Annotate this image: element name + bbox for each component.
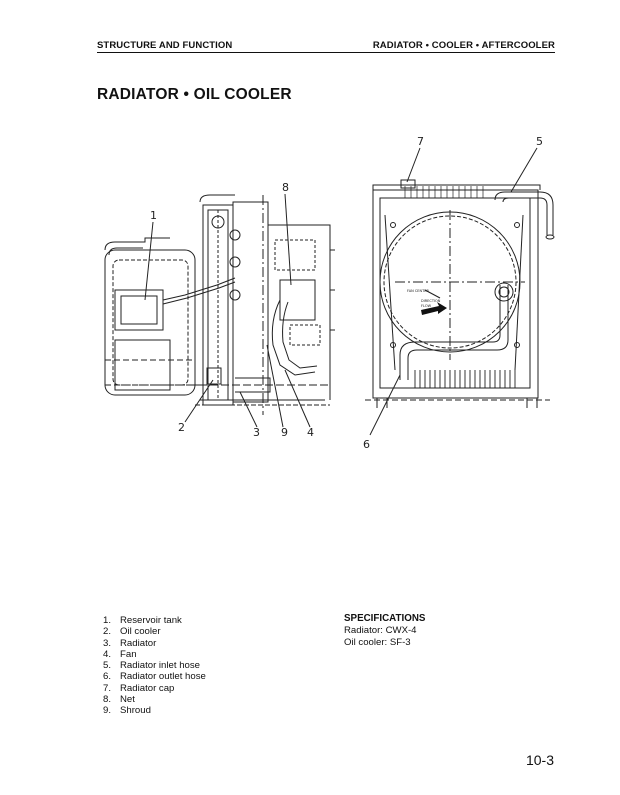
callout-5: 5 [536, 135, 543, 148]
part-number: 2. [103, 626, 112, 638]
part-name: Radiator cap [120, 682, 175, 694]
part-number: 7. [103, 682, 112, 694]
callout-3: 3 [253, 426, 260, 439]
specification-oil-cooler: Oil cooler: SF-3 [344, 636, 411, 648]
callout-2: 2 [178, 421, 185, 434]
parts-list-item: 8. Net [103, 694, 206, 705]
parts-list-item: 4. Fan [103, 649, 206, 660]
page-number: 10-3 [525, 752, 554, 768]
radiator-oil-cooler-drawing: FAN CENTER DIRECTION FLOW 1 2 3 4 5 6 7 … [95, 130, 555, 460]
direction-label: DIRECTION [421, 299, 441, 303]
technical-drawing-svg: FAN CENTER DIRECTION FLOW 1 2 3 4 5 6 7 … [104, 135, 555, 451]
parts-list-item: 6. Radiator outlet hose [103, 671, 206, 682]
specifications-block: SPECIFICATIONS Radiator: CWX-4 Oil coole… [344, 613, 425, 648]
part-name: Oil cooler [120, 626, 161, 638]
part-name: Radiator outlet hose [120, 671, 206, 683]
fan-center-label: FAN CENTER [407, 289, 429, 293]
part-name: Fan [120, 648, 137, 660]
parts-list-item: 3. Radiator [103, 638, 206, 649]
header-section-title: STRUCTURE AND FUNCTION [97, 40, 233, 51]
parts-list: 1. Reservoir tank 2. Oil cooler 3. Radiator… [103, 615, 206, 717]
parts-list-item: 1. Reservoir tank [103, 615, 206, 626]
callout-6: 6 [363, 438, 370, 451]
part-number: 1. [103, 615, 112, 626]
callout-8: 8 [282, 181, 289, 194]
part-number: 6. [103, 671, 112, 683]
parts-list-item: 9. Shroud [103, 705, 206, 716]
header-chapter-title: RADIATOR • COOLER • AFTERCOOLER [372, 40, 555, 51]
part-number: 8. [103, 694, 112, 706]
side-view [104, 193, 335, 428]
page-title: RADIATOR • OIL COOLER [97, 86, 292, 103]
header-rule [97, 52, 555, 53]
part-number: 5. [103, 660, 112, 672]
part-name: Radiator [120, 637, 157, 649]
part-name: Net [120, 694, 135, 706]
part-number: 3. [103, 637, 112, 649]
flow-label: FLOW [421, 304, 432, 308]
part-name: Reservoir tank [120, 615, 182, 626]
callout-4: 4 [307, 426, 314, 439]
callout-9: 9 [281, 426, 288, 439]
parts-list-item: 7. Radiator cap [103, 683, 206, 694]
part-number: 4. [103, 648, 112, 660]
front-view [365, 147, 555, 436]
callout-7: 7 [417, 135, 424, 148]
flow-direction-arrow [421, 302, 447, 315]
part-number: 9. [103, 705, 112, 717]
parts-list-item: 5. Radiator inlet hose [103, 660, 206, 671]
specifications-heading: SPECIFICATIONS [344, 613, 426, 624]
callout-1: 1 [150, 209, 157, 222]
part-name: Shroud [120, 705, 151, 717]
part-name: Radiator inlet hose [120, 660, 200, 672]
parts-list-item: 2. Oil cooler [103, 626, 206, 637]
specification-radiator: Radiator: CWX-4 [344, 625, 417, 637]
